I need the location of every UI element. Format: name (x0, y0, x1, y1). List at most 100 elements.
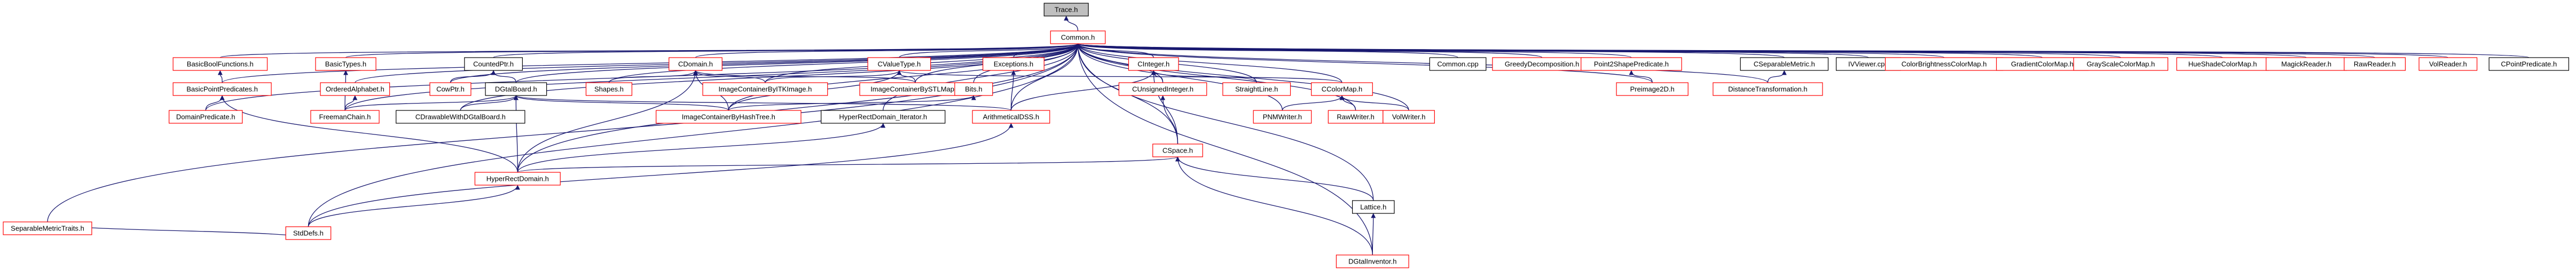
node-cinteger[interactable]: CInteger.h (1128, 57, 1179, 71)
node-label: SeparableMetricTraits.h (11, 224, 84, 232)
node-countedptr[interactable]: CountedPtr.h (464, 57, 523, 71)
node-orderedalpha[interactable]: OrderedAlphabet.h (320, 82, 390, 96)
node-label: ImageContainerByITKImage.h (718, 85, 812, 93)
node-straightline[interactable]: StraightLine.h (1222, 82, 1291, 96)
node-domainpred[interactable]: DomainPredicate.h (168, 110, 243, 124)
node-box (1581, 57, 1682, 71)
node-box (1492, 57, 1592, 71)
edge-hyperrect-to-cdomain (517, 70, 698, 173)
node-cspace[interactable]: CSpace.h (1152, 144, 1203, 157)
node-imghash[interactable]: ImageContainerByHashTree.h (656, 110, 802, 124)
edge-arith-to-cinteger (1010, 70, 1156, 111)
edge-hyperrect-to-hyperiter (517, 123, 886, 173)
node-box (821, 110, 946, 124)
node-label: ImageContainerByHashTree.h (682, 113, 775, 121)
node-label: Lattice.h (1360, 203, 1386, 211)
node-label: PNMWriter.h (1263, 113, 1302, 121)
node-ccolormap[interactable]: CColorMap.h (1311, 82, 1373, 96)
node-label: Shapes.h (594, 85, 624, 93)
edge-cdrawable-to-dgtalboard (460, 95, 519, 111)
node-volwriter[interactable]: VolWriter.h (1383, 110, 1435, 124)
node-label: BasicPointPredicates.h (186, 85, 258, 93)
edge-arith-to-common (1010, 43, 1081, 111)
node-label: CSeparableMetric.h (1754, 60, 1815, 68)
edge-ccolormap-to-common (1075, 43, 1342, 83)
node-dgtalinv[interactable]: DGtalInventor.h (1336, 254, 1409, 268)
edge-hyperrect-to-dgtalboard (513, 95, 519, 173)
node-disttransf[interactable]: DistanceTransformation.h (1713, 82, 1823, 96)
edge-basictypes-to-common (345, 43, 1080, 58)
node-rawreader[interactable]: RawReader.h (2344, 57, 2406, 71)
node-pnmwriter[interactable]: PNMWriter.h (1253, 110, 1312, 124)
edge-rawwriter-to-ccolormap (1339, 95, 1356, 111)
node-cpointpred[interactable]: CPointPredicate.h (2488, 57, 2570, 71)
node-label: IVViewer.cpp (1848, 60, 1889, 68)
edge-shapes-to-cdomain (608, 70, 698, 83)
node-stddefs[interactable]: StdDefs.h (285, 226, 332, 240)
node-grayscale[interactable]: GrayScaleColorMap.h (2073, 57, 2169, 71)
node-greedy[interactable]: GreedyDecomposition.h (1492, 57, 1592, 71)
node-cowptr[interactable]: CowPtr.h (429, 82, 472, 96)
node-point2shape[interactable]: Point2ShapePredicate.h (1581, 57, 1682, 71)
node-sepmetric[interactable]: SeparableMetricTraits.h (3, 221, 92, 235)
node-label: Trace.h (1055, 5, 1078, 13)
node-commoncpp[interactable]: Common.cpp (1429, 57, 1487, 71)
node-hueshade[interactable]: HueShadeColorMap.h (2176, 57, 2269, 71)
node-box (315, 57, 376, 71)
node-colorbright[interactable]: ColorBrightnessColorMap.h (1884, 57, 2004, 71)
node-bits[interactable]: Bits.h (954, 82, 993, 96)
node-gradient[interactable]: GradientColorMap.h (1996, 57, 2089, 71)
node-cdrawable[interactable]: CDrawableWithDGtalBoard.h (396, 110, 525, 124)
node-volreader[interactable]: VolReader.h (2418, 57, 2478, 71)
node-basicpointpred[interactable]: BasicPointPredicates.h (172, 82, 272, 96)
edge-arith-to-exceptions (1010, 70, 1016, 111)
node-box (1352, 200, 1395, 214)
node-hyperrect[interactable]: HyperRectDomain.h (474, 172, 561, 186)
node-preimage[interactable]: Preimage2D.h (1616, 82, 1688, 96)
node-label: ColorBrightnessColorMap.h (1902, 60, 1987, 68)
edge-dgtalinv-to-lattice (1371, 213, 1376, 256)
edge-imghash-to-common (728, 43, 1080, 111)
node-label: OrderedAlphabet.h (326, 85, 384, 93)
node-cdomain[interactable]: CDomain.h (669, 57, 722, 71)
node-imgstl[interactable]: ImageContainerBySTLMap.h (859, 82, 971, 96)
node-exceptions[interactable]: Exceptions.h (983, 57, 1044, 71)
node-dgtalboard[interactable]: DGtalBoard.h (485, 82, 547, 96)
node-boolfunc[interactable]: BasicBoolFunctions.h (172, 57, 268, 71)
edge-straightline-to-cinteger (1151, 70, 1257, 83)
node-rawwriter[interactable]: RawWriter.h (1328, 110, 1384, 124)
edge-dgtalinv-to-cspace (1175, 156, 1373, 256)
node-imgitk[interactable]: ImageContainerByITKImage.h (702, 82, 828, 96)
node-label: CColorMap.h (1322, 85, 1363, 93)
node-label: CUnsignedInteger.h (1132, 85, 1193, 93)
node-shapes[interactable]: Shapes.h (585, 82, 632, 96)
node-label: BasicTypes.h (325, 60, 366, 68)
edge-stddefs-to-hyperrect (308, 185, 520, 227)
node-arith[interactable]: ArithmeticalDSS.h (972, 110, 1050, 124)
node-label: CSpace.h (1163, 146, 1193, 154)
node-freeman[interactable]: FreemanChain.h (310, 110, 380, 124)
node-label: CValueType.h (878, 60, 921, 68)
node-box (172, 82, 272, 96)
node-trace[interactable]: Trace.h (1043, 3, 1089, 17)
edge-preimage-to-common (1075, 43, 1653, 83)
edge-countedptr-to-common (493, 43, 1080, 58)
node-box (1336, 254, 1409, 268)
node-lattice[interactable]: Lattice.h (1352, 200, 1395, 214)
node-label: BasicBoolFunctions.h (187, 60, 254, 68)
node-label: ArithmeticalDSS.h (983, 113, 1039, 121)
node-label: HyperRectDomain.h (486, 174, 549, 182)
edge-dgtalboard-to-common (515, 43, 1080, 83)
node-cunsigned[interactable]: CUnsignedInteger.h (1118, 82, 1207, 96)
node-cvaluetype[interactable]: CValueType.h (867, 57, 931, 71)
node-csepmetric[interactable]: CSeparableMetric.h (1740, 57, 1829, 71)
node-hyperiter[interactable]: HyperRectDomain_Iterator.h (821, 110, 946, 124)
node-label: FreemanChain.h (319, 113, 371, 121)
edge-imgstl-to-cdomain (693, 70, 916, 83)
node-basictypes[interactable]: BasicTypes.h (315, 57, 376, 71)
node-box (285, 226, 332, 240)
edge-freeman-to-common (344, 43, 1080, 111)
node-common[interactable]: Common.h (1050, 30, 1106, 44)
node-magick[interactable]: MagickReader.h (2266, 57, 2347, 71)
